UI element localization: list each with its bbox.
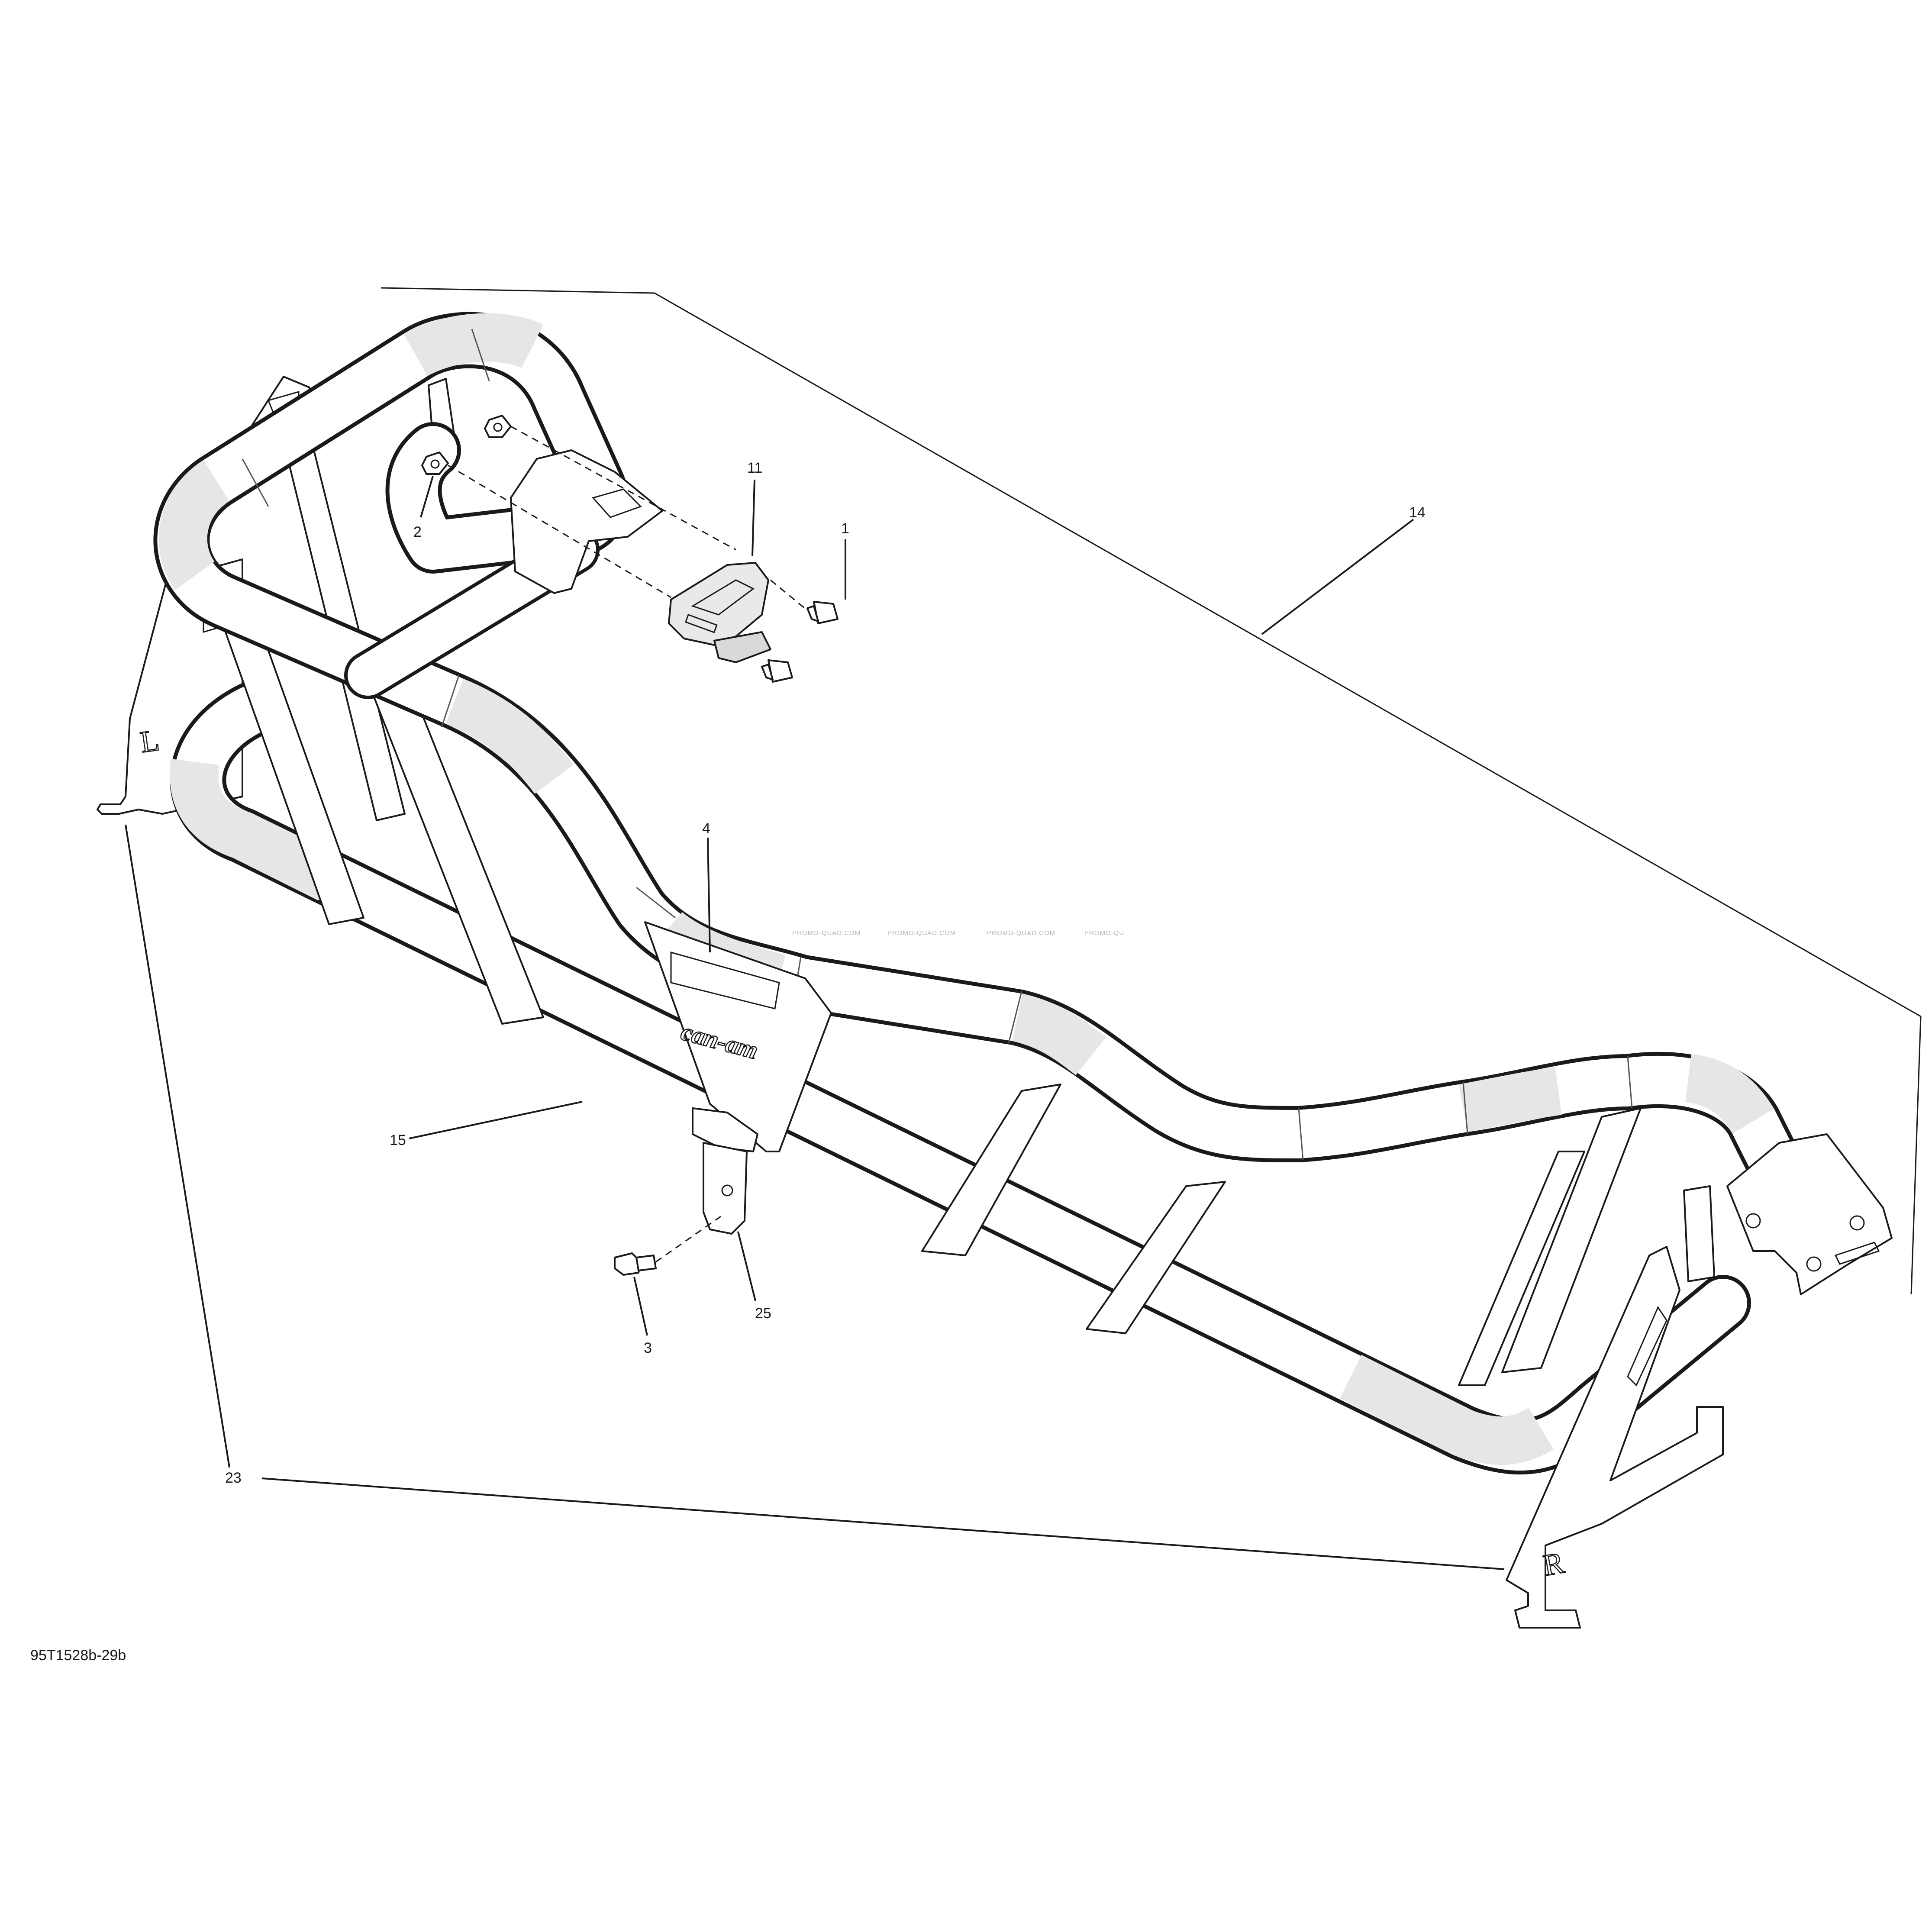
nut-2a: [484, 415, 512, 438]
callout-1: 1: [841, 520, 849, 537]
right-mounting-bracket: R: [1506, 1185, 1724, 1629]
callout-15: 15: [390, 1132, 406, 1148]
background-panel-outline: [381, 287, 1922, 1295]
callout-4: 4: [702, 820, 710, 837]
callout-25: 25: [755, 1305, 771, 1322]
nut-2b: [421, 452, 449, 475]
watermark-3: PROMO-QUAD.COM: [987, 929, 1055, 937]
watermark-4: PROMO-QU: [1084, 929, 1124, 937]
fastener-3: [614, 1216, 721, 1276]
watermark-2: PROMO-QUAD.COM: [887, 929, 956, 937]
callout-2: 2: [413, 524, 422, 540]
assembly-alignment-lines: [448, 426, 808, 611]
small-clip-bracket: [692, 1107, 758, 1235]
leader-lines: [125, 476, 1505, 1570]
center-label-plate: can-am: [644, 921, 832, 1152]
bolt-1-lower: [761, 659, 793, 683]
latch-assembly: [668, 562, 771, 663]
callout-labels: 11 1 2 14 4 15 25 3 23: [225, 460, 1426, 1486]
lower-tube-frame: [170, 682, 1751, 1475]
bolt-1-upper: [806, 601, 839, 624]
right-slats: [921, 1084, 1642, 1386]
upper-center-bracket: [510, 449, 663, 594]
callout-11: 11: [747, 460, 762, 476]
callout-14: 14: [1409, 504, 1426, 521]
right-rear-bracket: [1726, 1133, 1893, 1295]
watermark-row: PROMO-QUAD.COM PROMO-QUAD.COM PROMO-QUAD…: [792, 929, 1124, 937]
callout-3: 3: [644, 1340, 652, 1356]
diagram-reference-code: 95T1528b-29b: [30, 1647, 126, 1664]
callout-23: 23: [225, 1470, 242, 1486]
watermark-1: PROMO-QUAD.COM: [792, 929, 861, 937]
